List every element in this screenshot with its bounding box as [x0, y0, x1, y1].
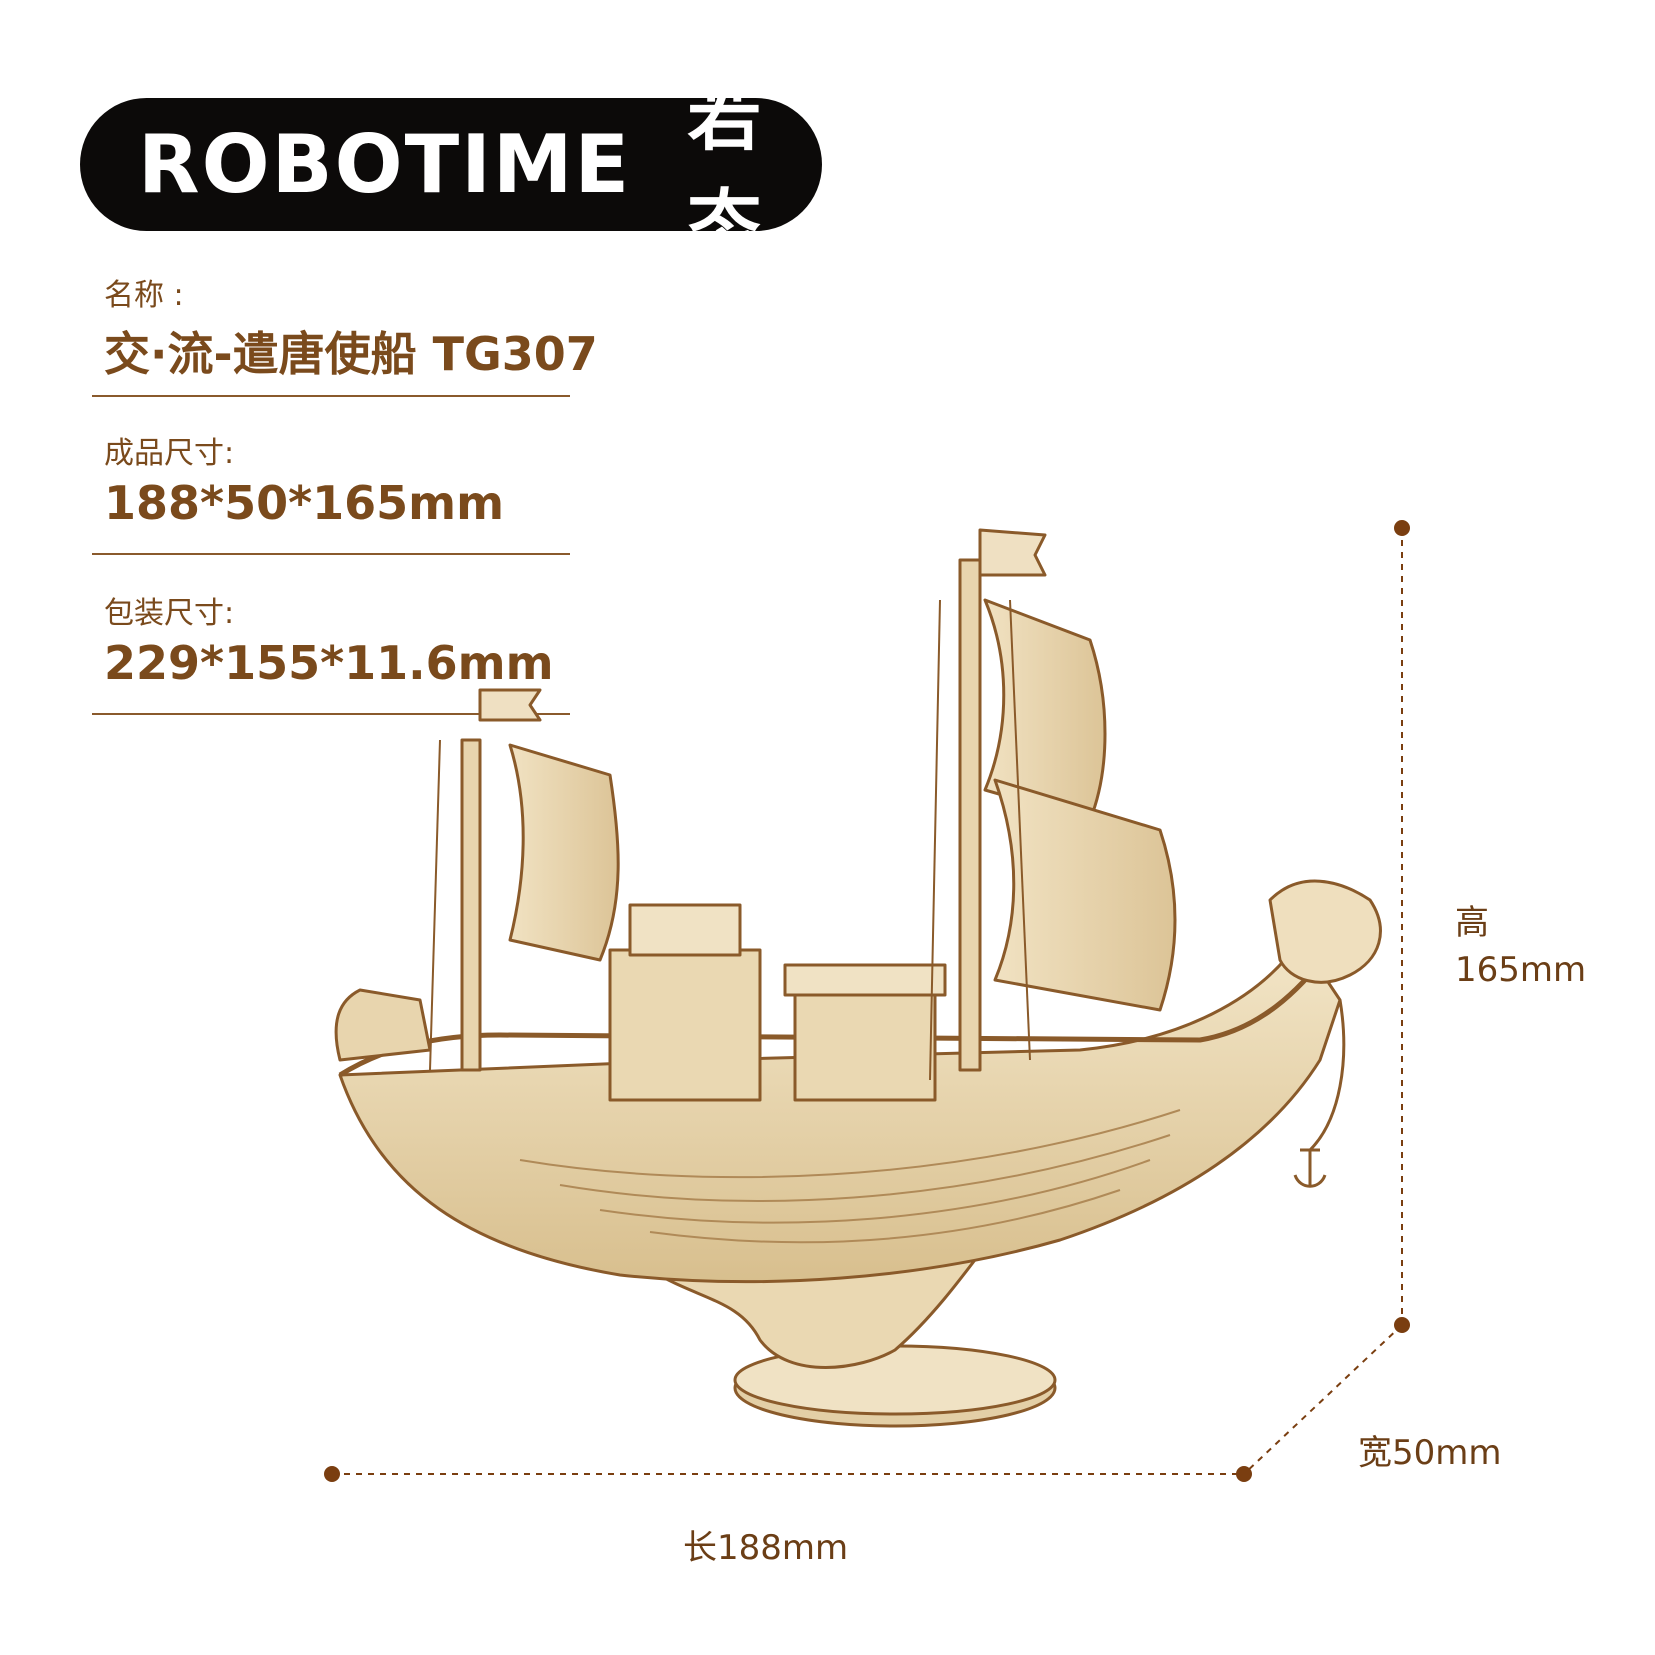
width-label: 宽50mm: [1358, 1433, 1502, 1473]
ship-deckhouse-rail: [783, 963, 947, 997]
spec-package-size-value: 229*155*11.6mm: [104, 636, 554, 690]
spec-name: 名称 : 交·流-遣唐使船 TG307: [92, 270, 598, 400]
anchor-rope: [1308, 999, 1346, 1152]
brand-name-en: ROBOTIME: [138, 118, 632, 211]
brand-logo-pill: ROBOTIME 若态: [80, 75, 822, 268]
dimension-lines: [332, 528, 1403, 1475]
main-sail-lower: [993, 778, 1177, 1012]
height-label: 高: [1455, 903, 1489, 943]
ship-model: [334, 528, 1382, 1428]
ship-stern: [334, 988, 432, 1062]
main-mast: [958, 558, 982, 1072]
spec-finished-size-value: 188*50*165mm: [104, 476, 505, 530]
hull-planks: [519, 1109, 1181, 1244]
height-value: 165mm: [1455, 950, 1587, 990]
rear-mast: [460, 738, 482, 1072]
ship-cabin: [608, 948, 762, 1102]
ship-cabin-roof: [628, 903, 742, 957]
anchor-icon: [1293, 1148, 1327, 1188]
spec-finished-size-label: 成品尺寸:: [104, 436, 235, 471]
dimension-dot: [324, 1466, 340, 1482]
rear-flag: [478, 688, 542, 722]
ship-bow: [1268, 879, 1382, 984]
width-dimension-line: [1243, 1324, 1403, 1475]
spec-package-size: 包装尺寸: 229*155*11.6mm: [92, 588, 572, 718]
ship-deckhouse: [793, 988, 937, 1102]
dimension-dot: [1236, 1466, 1252, 1482]
rear-sail: [508, 743, 620, 962]
brand-name-cn: 若态: [687, 74, 762, 268]
spec-name-label: 名称 :: [104, 278, 184, 313]
spec-divider: [92, 395, 570, 397]
length-label: 长188mm: [683, 1528, 849, 1568]
dimension-dot: [1394, 1317, 1410, 1333]
spec-divider: [92, 553, 570, 555]
rigging: [429, 599, 1031, 1081]
main-flag: [978, 528, 1047, 577]
dimension-dot: [1394, 520, 1410, 536]
spec-divider: [92, 713, 570, 715]
dimension-endpoints: [324, 520, 1410, 1482]
spec-name-value: 交·流-遣唐使船 TG307: [104, 327, 598, 381]
spec-finished-size: 成品尺寸: 188*50*165mm: [92, 428, 572, 558]
spec-package-size-label: 包装尺寸:: [104, 596, 235, 631]
